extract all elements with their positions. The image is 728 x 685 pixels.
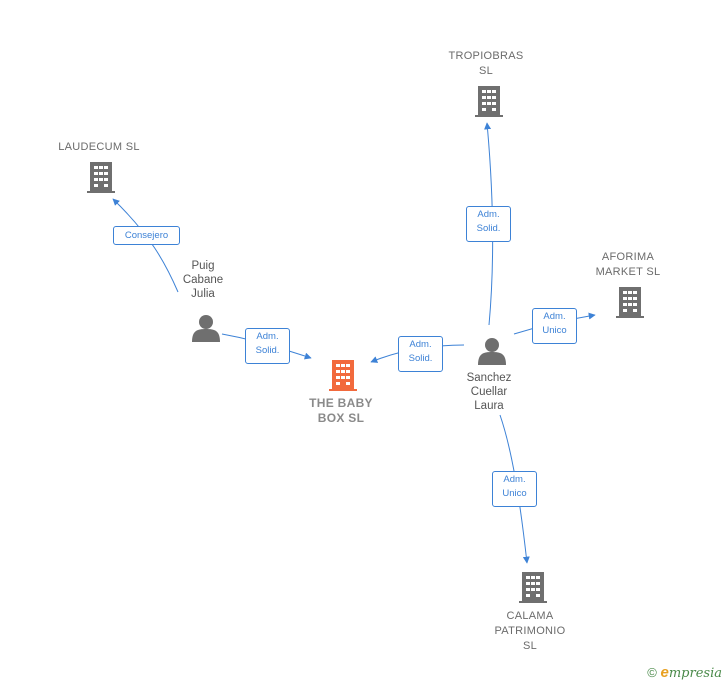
- calama-building-icon[interactable]: [519, 572, 547, 603]
- sanchez-person-icon[interactable]: [478, 338, 506, 365]
- aforima-building-icon[interactable]: [616, 287, 644, 318]
- edge-label-sanchez-calama[interactable]: Adm. Unico: [492, 471, 537, 507]
- edge-consejero: [112, 198, 179, 293]
- brand-watermark: © empresia: [647, 664, 722, 681]
- company-label-thebabybox[interactable]: THE BABY BOX SL: [309, 396, 373, 425]
- brand-logo-text: mpresia: [668, 666, 722, 681]
- edge-label-consejero[interactable]: Consejero: [113, 226, 180, 245]
- thebabybox-building-icon[interactable]: [329, 360, 357, 391]
- person-label-puig[interactable]: Puig Cabane Julia: [182, 260, 224, 300]
- copyright-icon: ©: [647, 665, 657, 680]
- company-label-calama[interactable]: CALAMA PATRIMONIO SL: [494, 610, 566, 652]
- company-label-tropiobras[interactable]: TROPIOBRAS SL: [448, 50, 524, 77]
- tropiobras-building-icon[interactable]: [475, 86, 503, 117]
- laudecum-building-icon[interactable]: [87, 162, 115, 193]
- company-label-aforima[interactable]: AFORIMA MARKET SL: [595, 251, 661, 278]
- edge-label-puig-babybox[interactable]: Adm. Solid.: [245, 328, 290, 364]
- company-label-laudecum[interactable]: LAUDECUM SL: [58, 141, 140, 153]
- brand-logo-initial: e: [660, 664, 669, 681]
- person-label-sanchez[interactable]: Sanchez Cuellar Laura: [466, 372, 512, 412]
- edge-label-sanchez-tropiobras[interactable]: Adm. Solid.: [466, 206, 511, 242]
- edge-label-sanchez-aforima[interactable]: Adm. Unico: [532, 308, 577, 344]
- edge-label-sanchez-babybox[interactable]: Adm. Solid.: [398, 336, 443, 372]
- puig-person-icon[interactable]: [192, 315, 220, 342]
